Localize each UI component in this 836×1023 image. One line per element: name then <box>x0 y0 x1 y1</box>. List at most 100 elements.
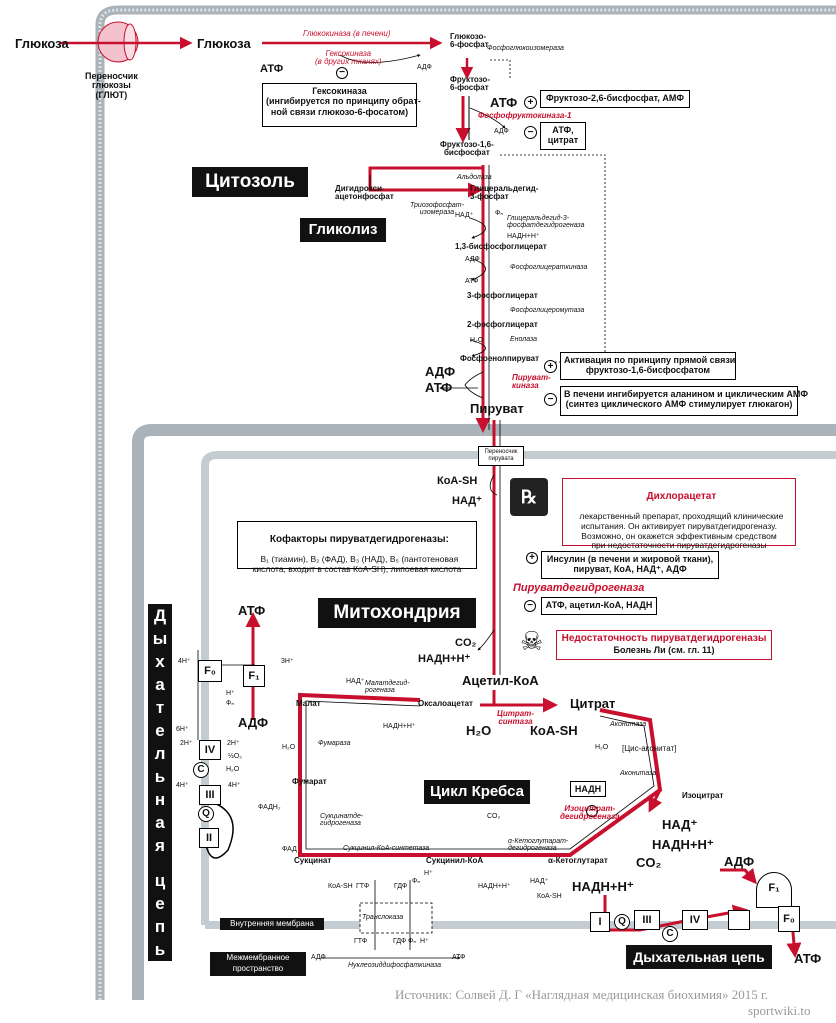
pyruvate-carrier-box: Переносчик пирувата <box>478 446 524 466</box>
f16bp-label: Фруктозо-1,6- бисфосфат <box>440 140 494 158</box>
h2o-cs: H₂O <box>466 723 492 738</box>
dca-text: лекарственный препарат, проходящий клини… <box>579 511 784 551</box>
co2-akgdh: CO₂ <box>487 813 501 820</box>
gap-label: Глицеральдегид- 3-фосфат <box>470 184 539 202</box>
pi-translocase: Фₙ <box>408 938 417 945</box>
complex-ii-left: II <box>199 828 219 848</box>
dhap-label: Дигидрокси- ацетонфосфат <box>335 184 394 202</box>
coash-scs: КоА-SH <box>328 883 353 890</box>
succinate-label: Сукцинат <box>294 856 332 865</box>
atp-citrate-box: АТФ, цитрат <box>540 122 586 150</box>
h2b-left: 2H⁺ <box>227 740 240 747</box>
pgm-label: Фосфоглицеромутаза <box>510 307 585 314</box>
atp-right: АТФ <box>794 951 822 966</box>
minus-icon: − <box>544 393 557 406</box>
nadh-pdh: НАДН+Н⁺ <box>418 653 471 665</box>
citrate-label: Цитрат <box>570 696 616 711</box>
nad-pdh: НАД⁺ <box>452 495 482 507</box>
fad-sdh: ФАД <box>282 846 297 853</box>
fadh2-sdh: ФАДН₂ <box>258 804 281 811</box>
activation-box: Активация по принципу прямой связи фрукт… <box>560 352 736 380</box>
f6p-label: Фруктозо- 6-фосфат <box>450 75 490 93</box>
h3-left: 3H⁺ <box>281 658 294 665</box>
source-credit: Источник: Солвей Д. Г «Наглядная медицин… <box>395 987 769 1002</box>
fumarate-label: Фумарат <box>292 777 327 786</box>
malate-label: Малат <box>296 699 321 708</box>
scs-label: Сукцинил-КоА-синтетаза <box>343 845 430 852</box>
krebs-cycle-label: Цикл Кребса <box>424 780 530 804</box>
translocase-rect <box>359 902 433 934</box>
isocitrate-label: Изоцитрат <box>682 791 724 800</box>
dichloroacetate-box: Дихлорацетат лекарственный препарат, про… <box>562 478 796 550</box>
h-scs: H⁺ <box>424 870 433 877</box>
co2-pdh: CO₂ <box>455 637 477 649</box>
glycolysis-label: Гликолиз <box>300 218 386 242</box>
cofactors-box: Кофакторы пируватдегидрогеназы: B₁ (тиам… <box>237 521 477 574</box>
h-translocase: H⁺ <box>420 938 429 945</box>
complex-i-right: I <box>590 912 610 932</box>
cs-label: Цитрат- синтаза <box>497 709 534 727</box>
adp-pfk: АДФ <box>494 128 509 135</box>
translocase-label: Транслоказа <box>362 914 404 921</box>
nadh-box: НАДН <box>570 781 606 797</box>
krebs-cycle-loop <box>298 692 663 857</box>
acetylcoa-label: Ацетил-КоА <box>462 673 539 688</box>
f1-left: F₁ <box>243 665 265 687</box>
f1-right: F₁ <box>756 872 792 908</box>
aldolase-label: Альдолаза <box>457 174 492 181</box>
akg-label: α-Кетоглутарат <box>548 856 608 865</box>
pk-label: Пируват- киназа <box>512 373 551 391</box>
adp-right: АДФ <box>724 854 755 869</box>
adp-ndk: АДФ <box>311 954 326 961</box>
mito-inner-membrane <box>201 451 836 925</box>
h4c-left: 4H⁺ <box>228 782 241 789</box>
hexokinase-box: Гексокиназа (ингибируется по принципу об… <box>262 83 421 127</box>
atp-synthase-left-atp: АТФ <box>238 603 266 618</box>
inner-membrane-label: Внутренняя мембрана <box>220 918 324 930</box>
bpg-label: 1,3-бисфосфоглицерат <box>455 242 547 251</box>
pfk-label: Фосфофруктокиназа-1 <box>478 111 572 120</box>
aconitase-1: Аконитаза <box>610 721 647 728</box>
gdp-translocase: ГДФ <box>393 938 407 945</box>
empty-complex-right <box>728 910 750 930</box>
nad-idh: НАД⁺ <box>662 817 698 832</box>
pyruvate-label: Пируват <box>470 401 524 416</box>
idh-label: Изоцитрат- дегидрогеназа <box>560 804 620 822</box>
phosphoglucoisomerase-label: Фосфоглюкоизомераза <box>487 45 564 52</box>
site-credit: sportwiki.to <box>748 1003 811 1018</box>
h2o-aconitase: H₂O <box>595 744 609 751</box>
adp-pk: АДФ <box>425 364 456 379</box>
liver-inhibition-box: В печени ингибируется аланином и цикличе… <box>560 386 808 416</box>
nadh-etc: НАДН+Н⁺ <box>572 879 634 894</box>
atp-hexokinase: АТФ <box>260 63 284 75</box>
plus-icon: + <box>526 552 538 564</box>
gdp-scs: ГДФ <box>394 883 408 890</box>
h6-left: 6H⁺ <box>176 726 189 733</box>
h2o-left: H₂O <box>226 766 240 773</box>
cis-aconitate-label: [Цис-аконитат] <box>622 744 677 753</box>
complex-iv-right: IV <box>682 910 708 930</box>
nad-mdh: НАД⁺ <box>346 678 365 685</box>
h4b-left: 4H⁺ <box>176 782 189 789</box>
minus-icon: − <box>336 67 348 79</box>
atp-ndk: АТФ <box>452 954 466 961</box>
h2o-fumarase: H₂O <box>282 744 296 751</box>
mdh-label: Малатдегид- рогеназа <box>365 680 410 695</box>
gtp-translocase: ГТФ <box>354 938 368 945</box>
pdh-deficiency-box: Недостаточность пируватдегидрогеназы Бол… <box>556 630 772 660</box>
ubiquinone-q-right: Q <box>614 914 630 930</box>
minus-icon: − <box>524 126 537 139</box>
complex-iii-right: III <box>634 910 660 930</box>
gapdh-label: Глицеральдегид-3- фосфатдегидрогеназа <box>507 215 585 230</box>
coash-cs: КоА-SH <box>530 723 578 738</box>
nadh-idh: НАДН+Н⁺ <box>652 837 714 852</box>
coash-akgdh: КоА-SH <box>537 893 562 900</box>
mito-outer-membrane <box>132 424 836 1000</box>
pi-scs: Фₙ <box>412 878 421 885</box>
pg2-label: 2-фосфоглицерат <box>467 320 538 329</box>
cofactors-title: Кофакторы пируватдегидрогеназы: <box>269 533 449 545</box>
intermembrane-label: Межмембранное пространство <box>210 952 306 976</box>
dca-title: Дихлорацетат <box>646 490 717 502</box>
o2-left: ½O₂ <box>228 753 242 760</box>
